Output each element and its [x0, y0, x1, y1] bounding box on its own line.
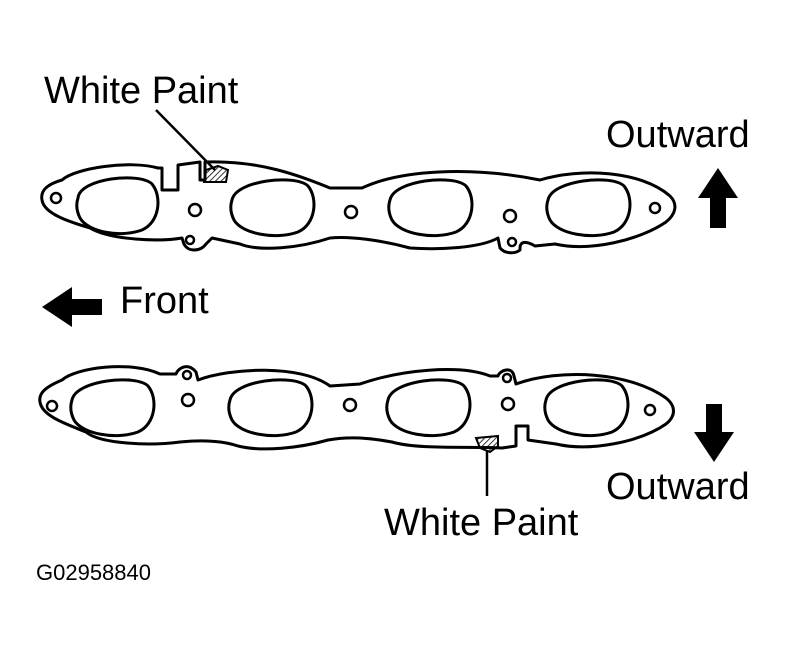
figure-code: G02958840	[36, 560, 151, 585]
arrow-up-icon	[698, 168, 738, 228]
upper-gasket	[40, 160, 677, 255]
lower-gasket-outline	[38, 365, 675, 451]
lower-bolt-hole-7	[643, 403, 657, 417]
lower-bolt-hole-3	[180, 392, 196, 408]
outward-label-bottom: Outward	[606, 466, 750, 508]
upper-white-paint-leader	[155, 109, 216, 171]
lower-gasket	[38, 365, 675, 451]
upper-port-2	[229, 178, 316, 238]
lower-bolt-hole-2	[181, 369, 193, 381]
upper-bolt-hole-2	[187, 202, 203, 218]
lower-port-4	[543, 378, 630, 438]
lower-bolt-hole-5	[501, 372, 513, 384]
upper-white-paint-mark	[202, 164, 230, 183]
upper-bolt-hole-7	[648, 201, 662, 215]
white-paint-label-top: White Paint	[44, 70, 239, 112]
arrow-left-icon	[42, 287, 102, 327]
upper-bolt-hole-1	[49, 191, 63, 205]
lower-port-1	[69, 378, 156, 438]
upper-port-4	[545, 178, 632, 238]
upper-bolt-hole-3	[184, 234, 196, 246]
white-paint-label-bottom: White Paint	[384, 502, 579, 544]
front-label: Front	[120, 280, 209, 322]
lower-port-3	[385, 378, 472, 438]
upper-gasket-outline	[40, 160, 677, 255]
lower-bolt-hole-4	[342, 397, 358, 413]
lower-port-2	[227, 378, 314, 438]
arrow-down-icon	[694, 404, 734, 462]
lower-bolt-hole-6	[500, 396, 516, 412]
upper-port-3	[387, 178, 474, 238]
upper-bolt-hole-6	[506, 236, 518, 248]
lower-white-paint-mark	[474, 434, 499, 454]
upper-bolt-hole-5	[502, 208, 518, 224]
upper-bolt-hole-4	[343, 204, 359, 220]
outward-label-top: Outward	[606, 114, 750, 156]
upper-port-1	[75, 176, 160, 236]
lower-bolt-hole-1	[45, 399, 59, 413]
